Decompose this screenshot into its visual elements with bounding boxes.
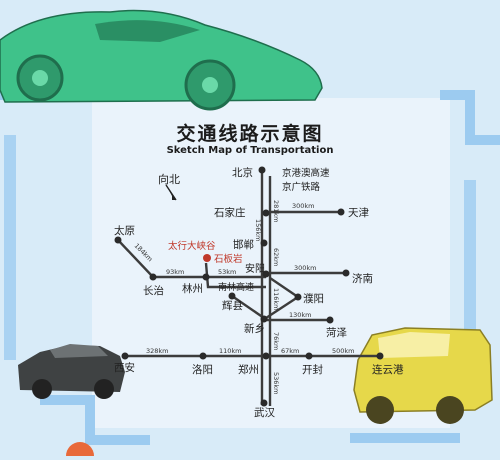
city-label-handan: 邯郸 (233, 238, 254, 251)
dot-wuhan (260, 399, 268, 407)
dot-changzhi (149, 273, 157, 281)
city-label-tianjin: 天津 (348, 207, 369, 219)
route-label-jingguang: 京广铁路 (282, 181, 321, 193)
distance-xinxiang-zhengzhou: 76km (272, 332, 280, 350)
dot-xian (121, 352, 129, 360)
distance-puyang-heze: 130km (289, 311, 312, 319)
city-label-lianyungang: 连云港 (372, 363, 404, 376)
distance-shijiazhuang-tianjin: 300km (292, 202, 315, 210)
distance-zhengzhou-kaifeng: 67km (281, 347, 299, 355)
dot-beijing (258, 166, 266, 174)
dot-kaifeng (305, 352, 313, 360)
dot-linzhou (202, 273, 210, 281)
compass-label: 向北 (158, 172, 180, 186)
line-nanlin (204, 262, 266, 289)
city-label-beijing: 北京 (232, 166, 253, 179)
dot-tianjin (337, 208, 345, 216)
city-label-changzhi: 长治 (143, 284, 164, 297)
distance-linzhou-anyang: 53km (218, 268, 236, 276)
distance-anyang-jinan: 300km (294, 264, 317, 272)
city-label-jinan: 济南 (352, 272, 373, 285)
dot-luoyang (199, 352, 207, 360)
dot-handan (260, 239, 268, 247)
distance-handan-anyang: 62km (272, 248, 280, 266)
dot-taiyuan (114, 236, 122, 244)
city-label-puyang: 濮阳 (303, 292, 324, 305)
line-anyang-puyang (269, 277, 299, 298)
city-label-shijiazhuang: 石家庄 (214, 206, 246, 219)
city-label-anyang: 安阳 (245, 262, 265, 275)
city-label-huixian: 辉县 (222, 299, 243, 312)
distance-shijiazhuang-handan: 156km (254, 219, 262, 242)
city-dots (114, 166, 384, 407)
dark-vintage-car (18, 344, 125, 399)
city-label-kaifeng: 开封 (302, 363, 323, 376)
map-title: 交通线路示意图 (176, 123, 324, 145)
distance-beijing-shijiazhuang: 281km (272, 200, 280, 223)
dot-heze (326, 316, 334, 324)
distance-changzhi-linzhou: 93km (166, 268, 184, 276)
dot-puyang (294, 293, 302, 301)
frame-corner-bottom-left (40, 395, 150, 445)
distance-xian-luoyang: 328km (146, 347, 169, 355)
route-label-jinggangao: 京港澳高速 (282, 167, 330, 179)
city-label-zhengzhou: 郑州 (238, 363, 259, 376)
distance-luoyang-zhengzhou: 110km (219, 347, 242, 355)
distance-kaifeng-lianyungang: 500km (332, 347, 355, 355)
line-xinxiang-puyang (265, 295, 299, 320)
city-label-heze: 菏泽 (326, 327, 347, 339)
green-sports-car (0, 9, 323, 111)
city-label-xian: 西安 (114, 361, 135, 374)
city-label-wuhan: 武汉 (254, 406, 275, 419)
city-label-linzhou: 林州 (182, 282, 203, 295)
north-arrow-icon (165, 184, 177, 201)
attraction-label-shibanyan: 石板岩 (214, 253, 243, 265)
line-huixian-link (231, 295, 265, 319)
dot-anyang (262, 270, 270, 278)
yellow-suv (353, 327, 493, 424)
dot-lianyungang (376, 352, 384, 360)
city-label-xinxiang: 新乡 (244, 322, 265, 335)
distance-zhengzhou-wuhan: 536km (272, 372, 280, 395)
route-label-nanlin: 南林高速 (218, 281, 254, 293)
dot-jinan (342, 269, 350, 277)
map-subtitle: Sketch Map of Transportation (166, 145, 334, 156)
line-taiyuan-changzhi (117, 239, 154, 278)
dot-taihang-attraction (203, 254, 211, 262)
city-label-taiyuan: 太原 (114, 224, 135, 237)
attraction-label-taihang: 太行大峡谷 (168, 240, 216, 252)
dot-xinxiang (260, 315, 268, 323)
dot-huixian (228, 292, 236, 300)
city-label-luoyang: 洛阳 (192, 363, 213, 376)
frame-corner-top-right (440, 90, 500, 145)
dot-zhengzhou (262, 352, 270, 360)
dot-shijiazhuang (262, 209, 270, 217)
distance-anyang-xinxiang: 116km (272, 288, 280, 311)
